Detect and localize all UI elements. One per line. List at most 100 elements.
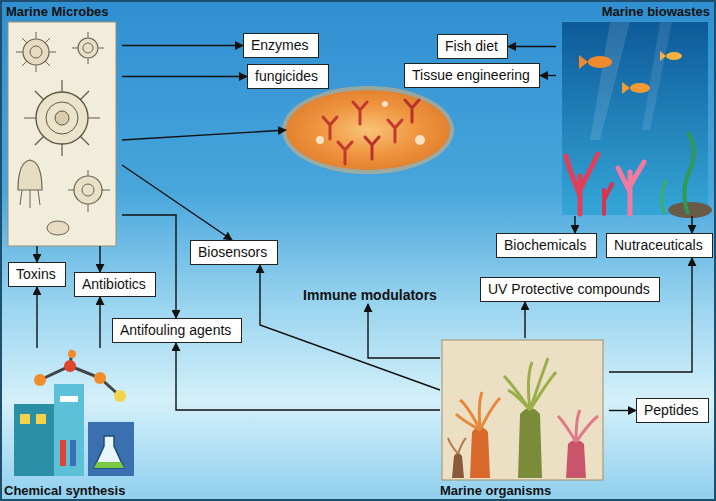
radiolarian-illustration-part	[16, 32, 56, 72]
marine-organisms-illustration-part	[518, 408, 542, 478]
chemistry-illustration-part	[88, 422, 134, 476]
product-box: fungicides	[247, 64, 329, 89]
antibody-illustration-part	[388, 120, 402, 142]
marine-organisms-illustration-part	[566, 440, 586, 478]
chemistry-illustration-part	[20, 414, 30, 424]
figure-heading: Marine Microbes	[6, 4, 122, 19]
connector-arrow	[36, 246, 37, 262]
radiolarian-illustration-part	[74, 176, 102, 204]
product-box: Fish diet	[437, 34, 508, 59]
connector-arrow	[691, 216, 692, 233]
chemistry-illustration-part	[94, 462, 124, 468]
connector-arrow	[99, 246, 100, 272]
marine-organisms-illustration-part	[558, 410, 598, 442]
product-box: UV Protective compounds	[480, 277, 660, 302]
sea-illustration-part	[579, 55, 588, 69]
radiolarian-illustration-part	[82, 184, 94, 196]
chemistry-illustration-part	[54, 384, 84, 476]
box-label: Biosensors	[198, 244, 267, 261]
marine-organisms-illustration-part	[442, 340, 603, 480]
product-box: Biochemicals	[496, 233, 597, 258]
chemistry-illustration-part	[60, 440, 66, 466]
chemistry-illustration-part	[68, 350, 76, 358]
connector-arrow	[122, 45, 243, 46]
antibody-illustration-part	[323, 117, 337, 139]
box-label: Fish diet	[445, 38, 498, 55]
connector-arrow	[574, 216, 575, 233]
box-label: Antibiotics	[82, 276, 146, 293]
product-illustration: Immune modulators	[286, 90, 454, 304]
box-label: Tissue engineering	[412, 67, 530, 84]
chemistry-illustration-part	[36, 414, 46, 424]
connector-arrow	[122, 130, 286, 140]
radiolarian-illustration-part	[20, 190, 40, 208]
radiolarian-illustration-part	[72, 32, 104, 64]
figure-heading: Marine biowastes	[556, 4, 710, 19]
antibody-illustration-part	[415, 135, 425, 145]
figure-heading: Marine organisms	[440, 483, 609, 498]
product-box: Tissue engineering	[404, 63, 540, 88]
source-illustration: Marine biowastes	[556, 4, 710, 216]
sea-illustration-part	[590, 22, 630, 140]
sea-illustration-part	[660, 51, 666, 61]
marine-organisms-illustration-part	[504, 358, 556, 410]
connector-arrow	[609, 410, 636, 411]
product-box: Antifouling agents	[112, 318, 242, 343]
product-box: Antibiotics	[74, 272, 156, 297]
marine-organisms-illustration-part	[470, 427, 490, 478]
chemistry-illustration-part	[94, 436, 124, 468]
antibody-illustration-part	[365, 137, 379, 159]
box-label: fungicides	[255, 68, 318, 85]
chemistry-illustration-part	[60, 396, 78, 402]
product-box: Peptides	[636, 398, 709, 423]
antibody-illustration-part	[282, 86, 454, 174]
product-box: Toxins	[8, 262, 66, 287]
marine-organisms-illustration-part	[456, 392, 500, 430]
product-box: Nutraceuticals	[606, 233, 713, 258]
sea-illustration-part	[661, 180, 666, 214]
antibody-illustration	[282, 86, 454, 174]
radiolarian-illustration-part	[8, 22, 116, 246]
connector-arrow	[36, 287, 37, 348]
connector-arrow	[122, 215, 176, 318]
radiolarian-illustration-part	[78, 38, 98, 58]
box-label: Antifouling agents	[120, 322, 231, 339]
antibody-illustration-part	[338, 142, 352, 164]
sea-illustration-part	[562, 22, 708, 215]
connector-arrow	[260, 265, 440, 390]
chemistry-illustration-part	[64, 360, 76, 372]
sea-illustration-part	[642, 22, 672, 130]
marine-organisms-illustration-part	[448, 438, 466, 454]
sea-illustration-part	[630, 83, 650, 93]
sea-illustration-part	[668, 202, 712, 218]
sea-illustration-part	[566, 154, 598, 214]
connector-arrow	[99, 297, 100, 348]
sea-illustration-part	[588, 56, 612, 68]
sea-illustration-part	[604, 184, 612, 214]
figure-heading: Immune modulators	[286, 287, 454, 304]
radiolarian-illustration-part	[68, 170, 110, 212]
chemistry-illustration-part	[14, 404, 54, 476]
box-label: Peptides	[644, 402, 698, 419]
connector-arrow	[508, 46, 556, 47]
figure-heading: Chemical synthesis	[4, 483, 148, 498]
connector-arrow	[524, 302, 525, 338]
connector-arrow	[540, 75, 556, 76]
radiolarian-illustration	[8, 22, 116, 246]
antibody-illustration-part	[353, 102, 367, 124]
connector-arrow	[609, 258, 692, 372]
product-box: Biosensors	[190, 240, 278, 265]
radiolarian-illustration-part	[83, 43, 93, 53]
sea-illustration-part	[618, 162, 644, 214]
box-label: Biochemicals	[504, 237, 586, 254]
box-label: Nutraceuticals	[614, 237, 703, 254]
antibody-illustration-part	[316, 136, 324, 144]
chemistry-illustration-part	[70, 440, 76, 466]
radiolarian-illustration-part	[47, 221, 69, 235]
marine-organisms-illustration	[442, 340, 603, 480]
chemistry-illustration-part	[40, 350, 120, 396]
chemistry-illustration-part	[34, 374, 46, 386]
source-illustration: Marine Microbes	[6, 4, 122, 246]
